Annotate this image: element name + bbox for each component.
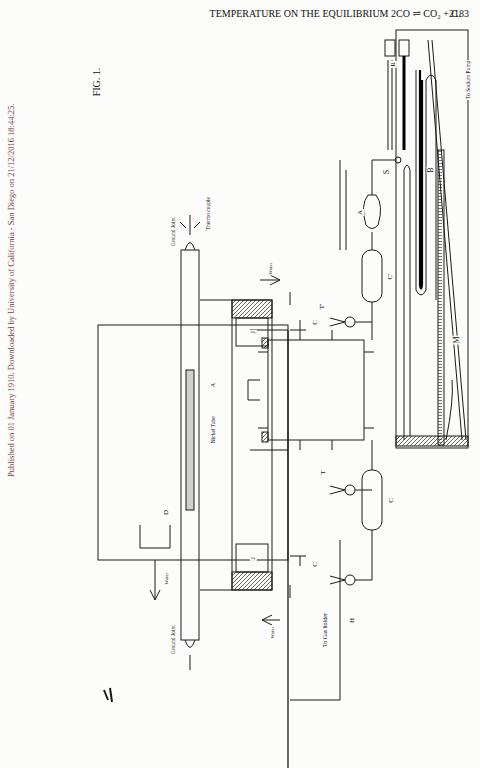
part-letter: D	[164, 508, 171, 515]
part-letter: B	[427, 166, 435, 173]
part-letter: C	[387, 497, 394, 504]
watermark: Published on 01 January 1910. Downloaded…	[8, 103, 17, 476]
part-letter: S	[383, 169, 391, 175]
part-letter: H	[350, 616, 357, 623]
page-number: 2183	[449, 9, 469, 19]
part-label: Thermo couple	[206, 196, 212, 231]
part-label: Ground Joint	[170, 217, 176, 248]
part-label: Ground Joint	[170, 625, 176, 656]
part-letter: A	[210, 382, 216, 388]
part-letter: C	[311, 561, 318, 568]
part-letter: J	[249, 330, 256, 335]
flow-label: Water	[165, 571, 170, 585]
part-label: Nickel Tube	[211, 415, 217, 444]
running-header: TEMPERATURE ON THE EQUILIBRIUM 2CO ⇌ CO₂…	[210, 9, 461, 19]
part-letter: M	[453, 335, 461, 344]
part-label: To Gas holder	[322, 612, 328, 648]
part-letter: C'	[388, 272, 395, 280]
part-letter: J	[249, 556, 256, 561]
part-letter: R	[389, 61, 396, 68]
part-letter: T	[320, 469, 327, 475]
flow-label: Water	[269, 261, 274, 275]
part-letter: T'	[319, 302, 326, 310]
part-label: To Sodium Pump	[466, 60, 472, 100]
part-letter: A	[358, 208, 365, 215]
part-letter: C	[311, 319, 318, 326]
flow-label: Water	[271, 625, 276, 639]
figure-caption: FIG. 1.	[92, 68, 102, 97]
